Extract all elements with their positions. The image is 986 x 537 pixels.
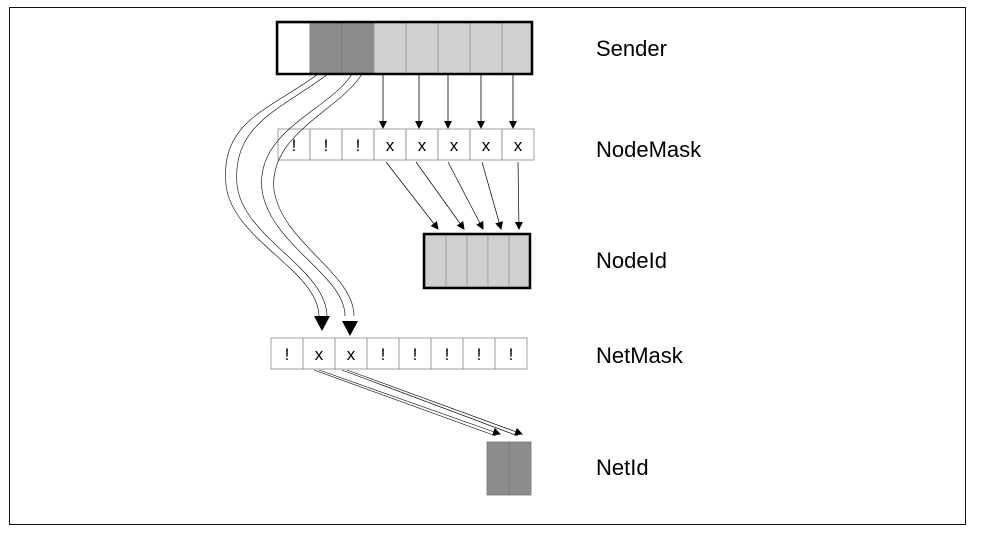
nodemask-cell — [309, 128, 343, 161]
nodemask-cell-text: ! — [324, 136, 329, 155]
netmask-cell — [270, 337, 304, 370]
arrow — [481, 161, 503, 230]
netmask-cell-text: ! — [413, 345, 418, 364]
sender-to-nodemask-arrows — [379, 74, 517, 129]
label-netmask: NetMask — [596, 343, 684, 368]
label-nodemask: NodeMask — [596, 137, 702, 162]
sender-register — [275, 20, 534, 76]
arrow-line — [318, 369, 501, 436]
curve-bit-1-a — [225, 73, 320, 317]
sender-bit-4 — [405, 22, 439, 75]
nodemask-cell-text: x — [418, 136, 427, 155]
nodemask-cell-text: x — [482, 136, 491, 155]
nodemask-cell — [405, 128, 439, 161]
nodeid-bit — [424, 234, 447, 288]
curve-bit-2-a — [261, 73, 353, 317]
label-sender: Sender — [596, 36, 667, 61]
nodemask-cell-text: ! — [356, 136, 361, 155]
nodemask-cell-text: x — [514, 136, 523, 155]
nodemask-cell — [373, 128, 407, 161]
nodeid-bit — [445, 234, 468, 288]
netmask-cell — [334, 337, 368, 370]
nodeid-register — [422, 232, 532, 290]
nodemask-cell-text: x — [450, 136, 459, 155]
diagram-frame — [9, 7, 966, 525]
nodemask-cell — [501, 128, 535, 161]
netmask-cell — [366, 337, 400, 370]
netid-bit — [486, 441, 510, 496]
sender-bit-3 — [373, 22, 407, 75]
curve-bit-2-b — [273, 73, 363, 317]
sender-to-netmask-curves — [225, 73, 363, 317]
netid-register — [486, 441, 532, 496]
nodemask-register: ! ! ! x x x x x — [277, 128, 535, 161]
netmask-cell-text: x — [315, 345, 324, 364]
nodemask-cell-text: x — [386, 136, 395, 155]
netmask-cell — [398, 337, 432, 370]
nodemask-cell-text: ! — [292, 136, 297, 155]
nodeid-bit — [466, 234, 489, 288]
netmask-cell-text: ! — [477, 345, 482, 364]
arrow-line — [341, 369, 519, 437]
nodeid-border — [422, 232, 532, 290]
nodemask-to-nodeid-arrows — [385, 161, 523, 230]
netmask-cell — [494, 337, 528, 370]
label-nodeid: NodeId — [596, 248, 667, 273]
arrow — [385, 161, 439, 230]
label-netid: NetId — [596, 455, 649, 480]
netmask-to-netid-arrows — [313, 369, 523, 437]
sender-bit-6 — [469, 22, 503, 75]
netmask-cell — [302, 337, 336, 370]
arrow — [447, 161, 484, 230]
netmask-cell — [462, 337, 496, 370]
curve-bit-1-b — [236, 73, 329, 317]
sender-bit-5 — [437, 22, 471, 75]
netmask-cell — [430, 337, 464, 370]
netmask-register: ! x x ! ! ! ! ! — [270, 337, 528, 370]
sender-bit-1 — [309, 22, 343, 75]
netmask-cell-text: ! — [445, 345, 450, 364]
nodemask-cell — [341, 128, 375, 161]
arrow-line — [346, 369, 523, 436]
sender-bit-7 — [501, 22, 532, 75]
nodemask-cell — [469, 128, 503, 161]
arrow-line — [313, 369, 497, 437]
nodeid-bit — [487, 234, 510, 288]
arrow — [415, 161, 465, 230]
sender-border — [275, 20, 534, 76]
netmask-big-arrowheads — [314, 316, 358, 336]
sender-bit-0 — [277, 22, 311, 75]
netmask-cell-text: ! — [509, 345, 514, 364]
netid-bit — [508, 441, 532, 496]
netmask-cell-text: ! — [381, 345, 386, 364]
netmask-cell-text: ! — [285, 345, 290, 364]
arrow — [514, 161, 523, 230]
netmask-cell-text: x — [347, 345, 356, 364]
arrowhead — [342, 321, 358, 336]
arrowhead — [314, 316, 330, 331]
nodeid-bit — [508, 234, 531, 288]
sender-bit-2 — [341, 22, 375, 75]
nodemask-cell — [437, 128, 471, 161]
